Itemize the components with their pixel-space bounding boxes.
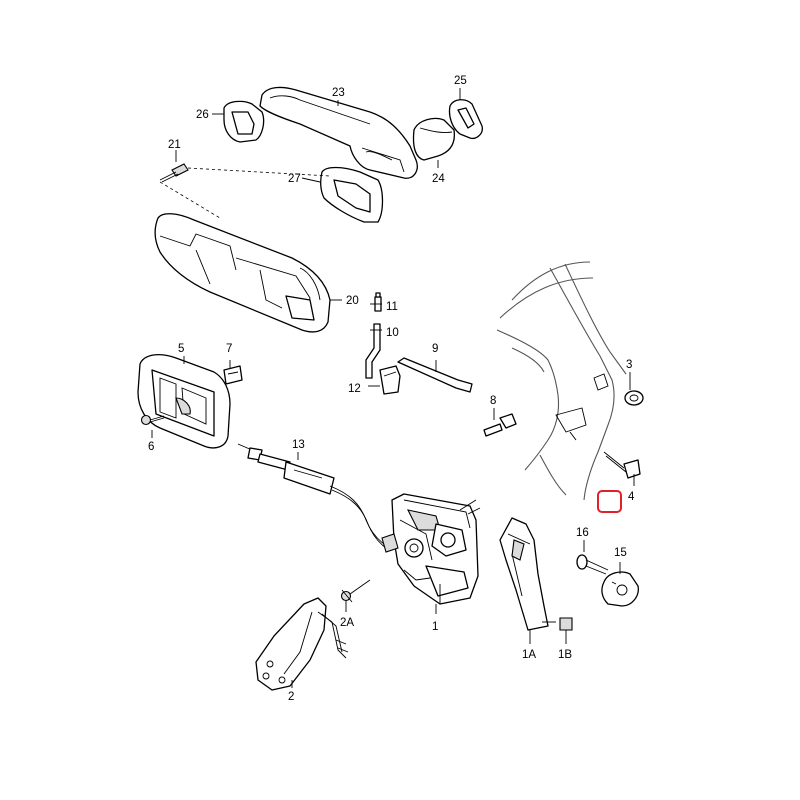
part-5-inner-handle-frame — [137, 353, 231, 449]
part-15-striker-plate — [601, 571, 639, 607]
highlight-box — [597, 490, 622, 513]
label-21: 21 — [168, 139, 181, 151]
car-door-frame-outline — [496, 261, 627, 501]
part-20-handle-carrier — [154, 213, 331, 333]
label-1: 1 — [432, 621, 438, 633]
label-23: 23 — [332, 87, 345, 99]
label-1a: 1A — [522, 649, 536, 661]
part-9-rod — [397, 357, 473, 393]
part-24-cap — [412, 117, 456, 161]
part-1a-bracket — [499, 517, 549, 631]
label-8: 8 — [490, 395, 496, 407]
label-2a: 2A — [340, 617, 354, 629]
part-21-screw — [159, 163, 331, 219]
label-4: 4 — [628, 491, 635, 503]
part-6-screw — [140, 414, 165, 426]
label-27: 27 — [288, 173, 301, 185]
part-16-bolt — [576, 554, 609, 575]
label-15: 15 — [614, 547, 627, 559]
label-20: 20 — [346, 295, 359, 307]
part-25-seal — [448, 99, 483, 140]
label-16: 16 — [576, 527, 589, 539]
part-3-grommet — [624, 390, 644, 406]
part-26-seal — [223, 100, 265, 143]
label-12: 12 — [348, 383, 361, 395]
label-7: 7 — [226, 343, 232, 355]
part-7-clip — [223, 365, 243, 385]
label-6: 6 — [148, 441, 154, 453]
label-13: 13 — [292, 439, 305, 451]
label-24: 24 — [432, 173, 445, 185]
label-9: 9 — [432, 343, 438, 355]
part-27-seal — [320, 166, 384, 223]
label-1b: 1B — [558, 649, 572, 661]
leader-lines — [151, 88, 635, 688]
part-12-bracket — [379, 365, 401, 395]
part-10-rod — [365, 323, 381, 379]
part-2-carrier-plate — [255, 597, 349, 691]
part-4-bolt — [603, 451, 641, 479]
part-8-connector — [483, 413, 517, 437]
part-23-door-handle — [259, 86, 418, 179]
part-2a-screw — [340, 579, 371, 603]
label-26: 26 — [196, 109, 209, 121]
label-11: 11 — [386, 301, 398, 313]
label-25: 25 — [454, 75, 467, 87]
label-2: 2 — [288, 691, 294, 703]
label-10: 10 — [386, 327, 399, 339]
part-labels: 1 1A 1B 2 2A 3 4 5 6 7 8 9 10 11 12 13 1… — [148, 75, 635, 703]
part-1b-screw — [542, 617, 573, 631]
part-11-pin — [374, 292, 382, 312]
part-1-door-lock — [381, 493, 481, 605]
label-3: 3 — [626, 359, 632, 371]
part-13-cable — [237, 443, 387, 549]
label-5: 5 — [178, 343, 184, 355]
